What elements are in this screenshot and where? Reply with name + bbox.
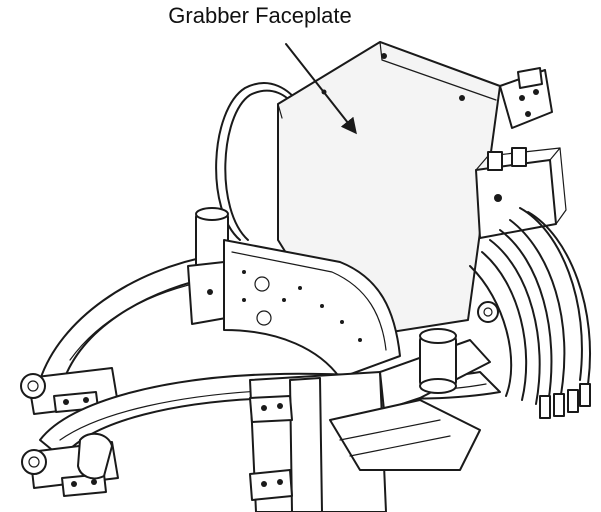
hose-loop <box>215 82 301 241</box>
callout-label: Grabber Faceplate <box>168 3 352 28</box>
pivot-cylinder <box>419 301 499 394</box>
mounting-bracket <box>499 67 553 129</box>
valve-block <box>475 147 567 239</box>
hinge-post <box>187 207 229 325</box>
hydraulic-hoses <box>469 207 592 419</box>
inner-plate <box>223 239 401 379</box>
callout-arrow <box>285 43 357 135</box>
